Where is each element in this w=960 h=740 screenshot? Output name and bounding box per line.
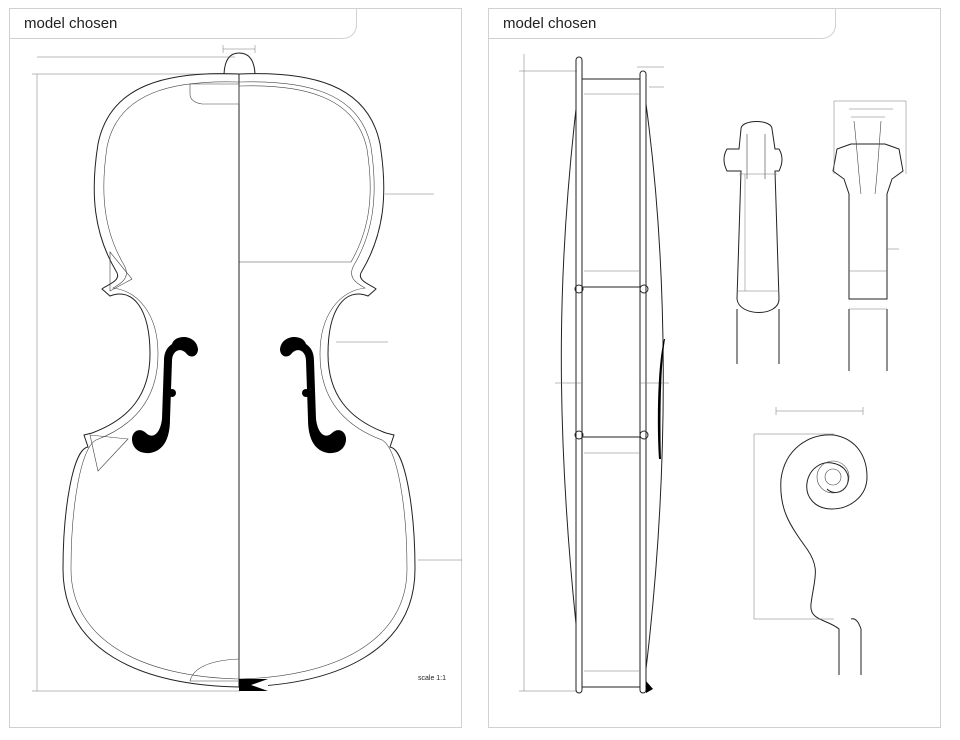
left-f-hole [132,337,198,454]
right-f-hole [280,337,346,454]
bottom-block [189,658,240,682]
lower-corner-block [89,434,129,472]
neck-front-view [723,121,783,364]
top-button [223,52,256,75]
rib-side-profile [519,54,669,694]
top-arching [645,103,664,670]
neck-back-view [832,100,907,371]
violin-top-drawing [32,45,462,692]
sheet-title: model chosen [24,15,118,32]
profile-drawings [519,54,907,694]
saddle-notch [251,679,268,691]
sheet-title-tab: model chosen [10,9,357,39]
body-outline-sheet: model chosen [9,8,462,728]
sheet-title: model chosen [503,15,597,32]
purfling-inner-line [238,85,371,263]
profile-sheet: model chosen [488,8,941,728]
sheet-title-tab: model chosen [489,9,836,39]
scale-label: scale 1:1 [418,675,447,682]
top-block [189,83,240,105]
upper-corner-block [109,251,133,292]
scroll-side-view [753,407,868,675]
dimension-lines [32,45,462,692]
back-arching [560,108,577,625]
